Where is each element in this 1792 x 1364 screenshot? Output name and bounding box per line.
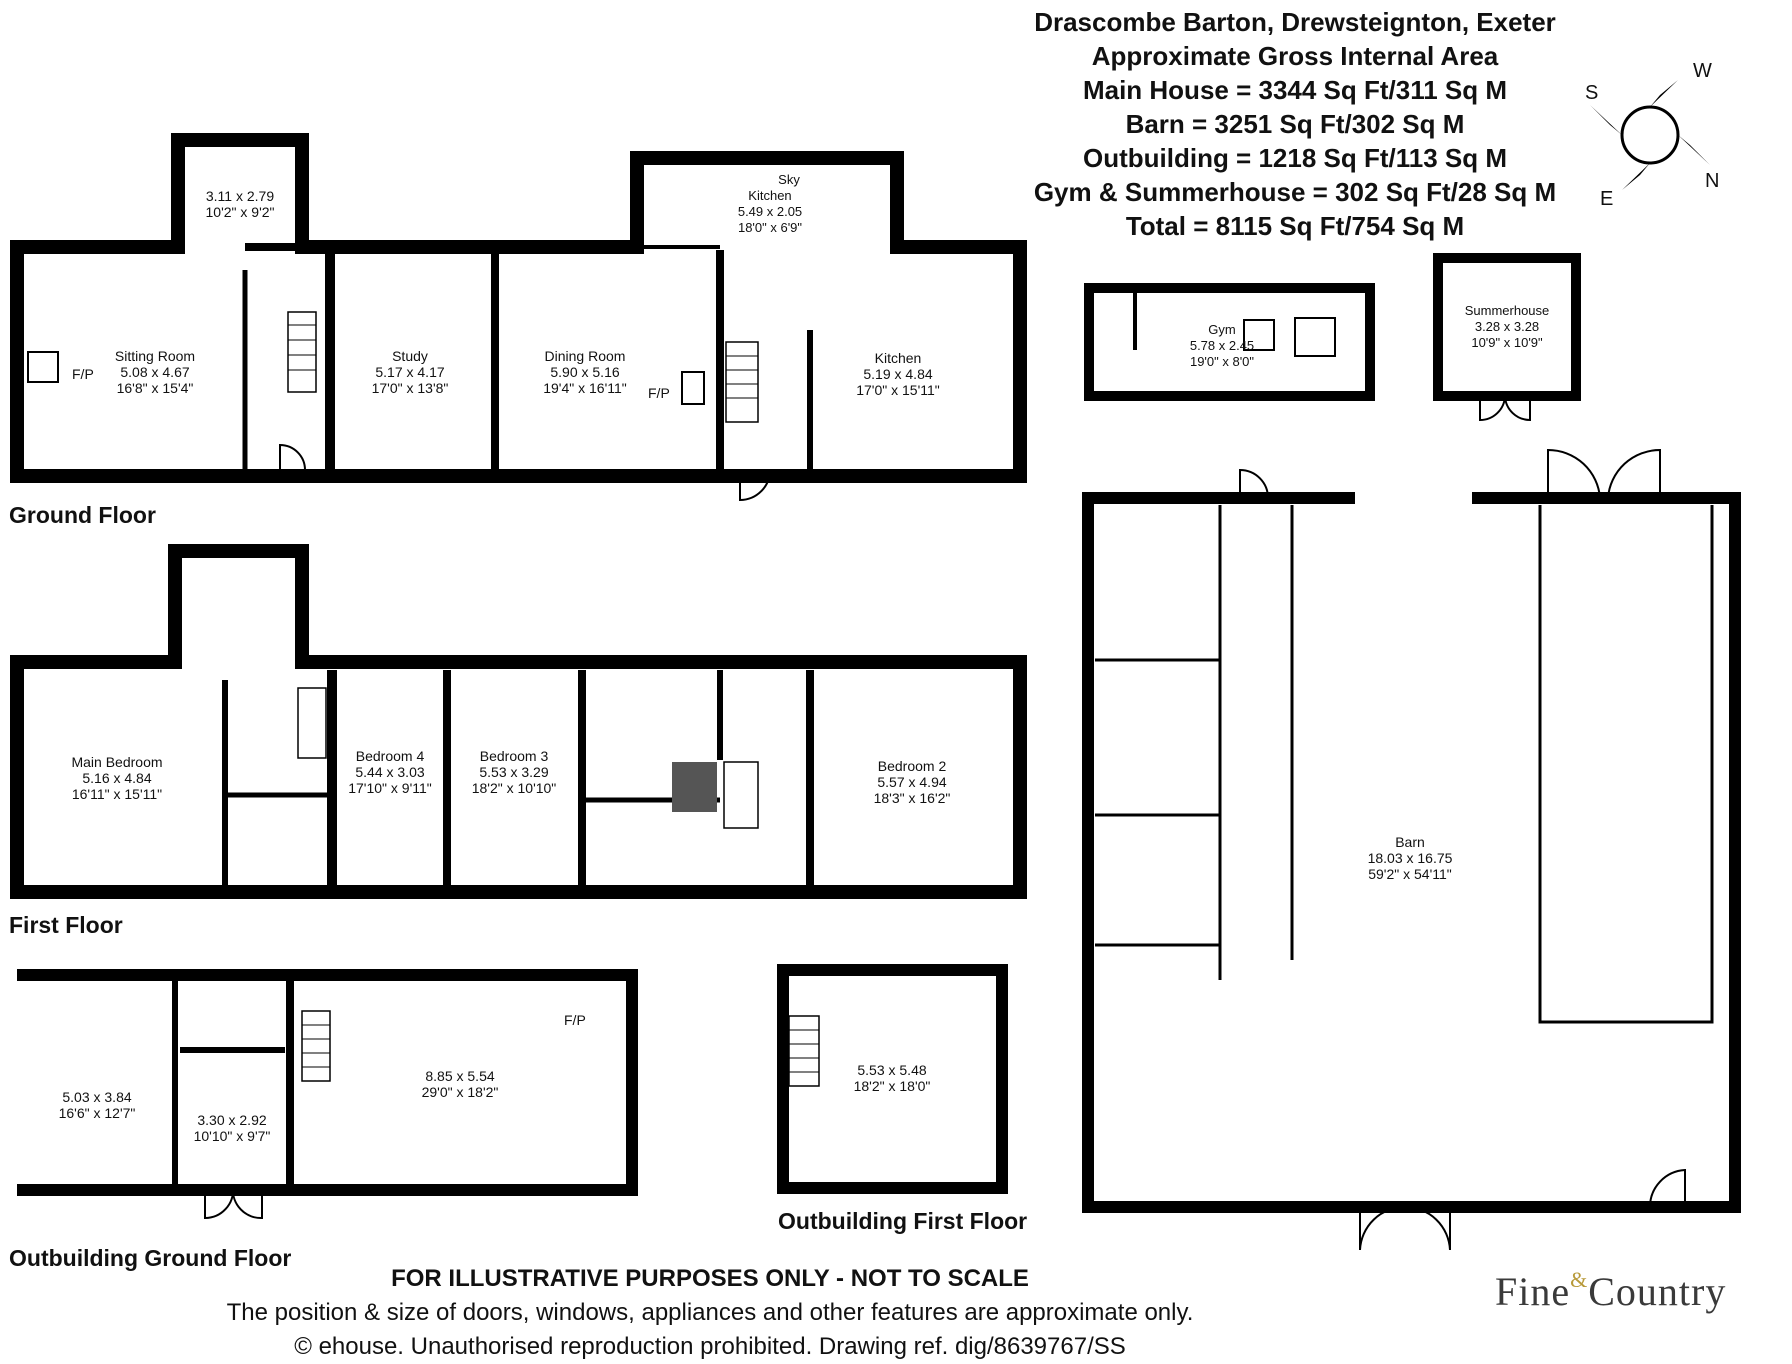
floor-label-ground: Ground Floor (9, 502, 156, 528)
floor-label-outbuilding-ground: Outbuilding Ground Floor (9, 1245, 292, 1271)
compass-n: N (1705, 170, 1720, 192)
gym-walls (1084, 283, 1375, 401)
outbuilding-first-walls (777, 964, 1008, 1194)
disclaimer-heading: FOR ILLUSTRATIVE PURPOSES ONLY - NOT TO … (391, 1265, 1029, 1292)
fp-label-dining: F/P (648, 385, 670, 401)
summerhouse-walls (1433, 253, 1581, 401)
area-main-house: Main House = 3344 Sq Ft/311 Sq M (1082, 75, 1508, 105)
floor-label-first: First Floor (9, 912, 123, 938)
first-floor-walls (10, 544, 1027, 899)
outbuilding-ground-walls (17, 969, 638, 1196)
plan-title: Drascombe Barton, Drewsteignton, Exeter (1034, 7, 1556, 37)
compass-e: E (1600, 188, 1614, 210)
fp-label-outbuilding: F/P (564, 1012, 586, 1028)
disclaimer-text: The position & size of doors, windows, a… (226, 1299, 1194, 1326)
ground-floor-walls (10, 133, 1027, 483)
area-outbuilding: Outbuilding = 1218 Sq Ft/113 Sq M (1082, 143, 1508, 173)
plan-subtitle: Approximate Gross Internal Area (1091, 41, 1499, 71)
area-gym-summerhouse: Gym & Summerhouse = 302 Sq Ft/28 Sq M (1033, 177, 1557, 207)
compass-rose (1590, 80, 1710, 190)
compass-w: W (1693, 60, 1712, 82)
area-total: Total = 8115 Sq Ft/754 Sq M (1125, 211, 1465, 241)
compass-s: S (1585, 82, 1599, 104)
fp-label-sitting: F/P (72, 366, 94, 382)
area-barn: Barn = 3251 Sq Ft/302 Sq M (1125, 109, 1465, 139)
copyright-text: © ehouse. Unauthorised reproduction proh… (294, 1333, 1126, 1360)
fine-country-logo: Fine&Country (1495, 1267, 1727, 1314)
floor-label-outbuilding-first: Outbuilding First Floor (778, 1208, 1028, 1234)
